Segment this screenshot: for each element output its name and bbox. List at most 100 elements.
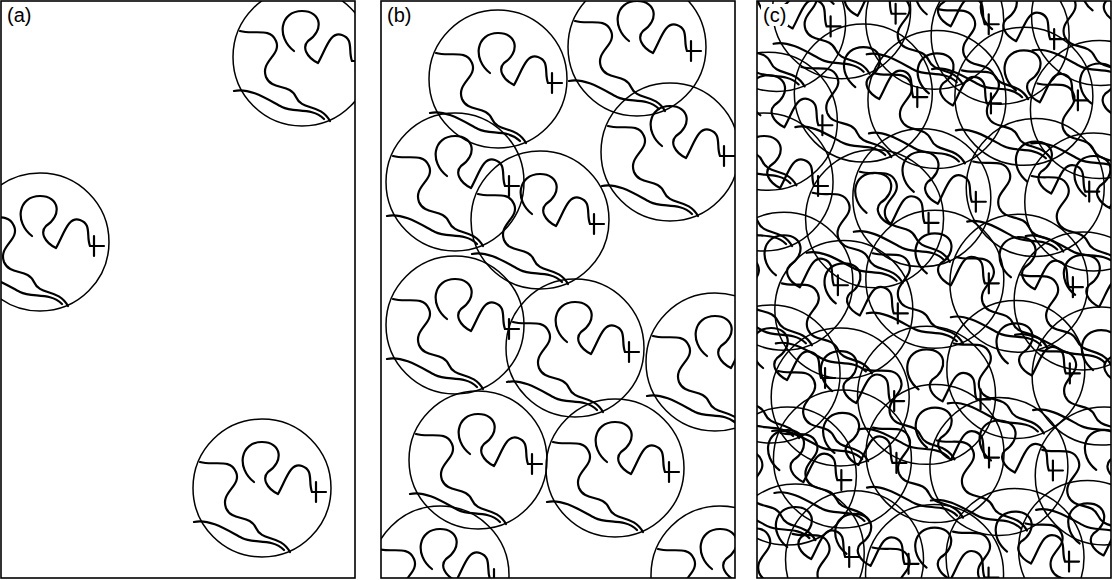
- panel-label: (a): [5, 4, 33, 26]
- polymer-coil: [506, 279, 644, 417]
- coil-boundary: [471, 151, 609, 289]
- polymer-coil: [601, 83, 735, 221]
- polymer-chain: [869, 53, 1001, 163]
- polymer-chain: [547, 422, 679, 532]
- polymer-chain: [1036, 430, 1111, 540]
- polymer-chain: [652, 529, 735, 578]
- polymer-chain: [387, 279, 519, 389]
- polymer-coil: [1032, 307, 1111, 445]
- polymer-coil: [233, 1, 355, 126]
- coil-boundary: [773, 1, 911, 79]
- panel-frame: [757, 1, 1111, 578]
- coil-boundary: [1032, 307, 1111, 445]
- coil-boundary: [757, 113, 833, 251]
- panel-contents: [381, 1, 735, 578]
- polymer-chain: [956, 50, 1088, 160]
- polymer-coil: [771, 328, 909, 466]
- polymer-coil: [931, 1, 1069, 104]
- polymer-chain: [757, 1, 841, 86]
- polymer-coil: [1032, 1, 1111, 85]
- coil-boundary: [1019, 480, 1111, 578]
- coil-boundary: [233, 1, 355, 126]
- coil-boundary: [409, 391, 547, 529]
- polymer-chain: [507, 302, 639, 412]
- polymer-chain: [859, 349, 991, 459]
- coil-boundary: [866, 505, 1004, 578]
- polymer-chain: [569, 1, 701, 111]
- polymer-coil: [858, 326, 996, 464]
- polymer-coil: [757, 212, 853, 350]
- coil-boundary: [1030, 40, 1111, 178]
- coil-boundary: [568, 1, 706, 116]
- coil-boundary: [771, 328, 909, 466]
- coil-boundary: [1, 173, 109, 311]
- polymer-coil: [786, 491, 924, 578]
- coil-boundary: [506, 279, 644, 417]
- polymer-chain: [1, 196, 104, 306]
- polymer-coil: [651, 506, 735, 578]
- coil-boundary: [931, 1, 1069, 104]
- polymer-coil: [193, 419, 331, 557]
- polymer-coil: [866, 505, 1004, 578]
- coil-boundary: [757, 484, 864, 578]
- panel-frame: [381, 1, 735, 578]
- polymer-chain: [787, 514, 919, 578]
- polymer-chain: [757, 136, 828, 246]
- coil-boundary: [757, 305, 840, 443]
- polymer-chain: [1015, 255, 1111, 365]
- polymer-coil: [568, 1, 706, 116]
- polymer-chain: [795, 47, 927, 157]
- polymer-chain: [234, 11, 355, 121]
- coil-boundary: [546, 399, 684, 537]
- polymer-chain: [854, 152, 986, 262]
- polymer-chain: [931, 420, 1063, 530]
- coil-boundary: [381, 506, 509, 578]
- polymer-coil: [1025, 133, 1111, 271]
- coil-boundary: [386, 256, 524, 394]
- coil-boundary: [193, 419, 331, 557]
- polymer-coil: [409, 391, 547, 529]
- polymer-coil: [1030, 40, 1111, 178]
- polymer-chain: [776, 263, 908, 373]
- polymer-chain: [1026, 156, 1111, 266]
- panel-frame: [1, 1, 355, 578]
- polymer-coil: [386, 256, 524, 394]
- polymer-coil: [1019, 480, 1111, 578]
- polymer-coil: [546, 399, 684, 537]
- coil-boundary: [946, 489, 1084, 578]
- polymer-coil: [946, 489, 1084, 578]
- panel-label: (c): [761, 4, 788, 26]
- polymer-coil: [471, 151, 609, 289]
- polymer-chain: [1020, 503, 1111, 578]
- polymer-chain: [387, 136, 519, 246]
- polymer-coil: [381, 506, 509, 578]
- coil-boundary: [786, 491, 924, 578]
- polymer-coil: [757, 305, 840, 443]
- panel-contents: [1, 1, 355, 557]
- coil-boundary: [1032, 1, 1111, 85]
- coil-boundary: [858, 326, 996, 464]
- polymer-chain: [602, 106, 734, 216]
- polymer-coil: [1, 173, 109, 311]
- panel-contents: [757, 1, 1111, 578]
- coil-boundary: [757, 212, 853, 350]
- polymer-coil: [757, 113, 833, 251]
- polymer-chain: [647, 316, 735, 426]
- coil-boundary: [646, 293, 735, 431]
- polymer-coil: [757, 484, 864, 578]
- polymer-chain: [948, 323, 1080, 433]
- polymer-coil: [868, 30, 1006, 168]
- coil-boundary: [1025, 133, 1111, 271]
- polymer-chain: [194, 442, 326, 552]
- coil-boundary: [601, 83, 735, 221]
- polymer-chain: [774, 1, 906, 74]
- coil-boundary: [651, 506, 735, 578]
- polymer-chain: [947, 512, 1079, 578]
- polymer-chain: [1033, 330, 1111, 440]
- polymer-coil: [646, 293, 735, 431]
- panel-label: (b): [385, 4, 413, 26]
- coil-boundary: [868, 30, 1006, 168]
- polymer-coil: [773, 1, 911, 79]
- polymer-chain: [381, 529, 504, 578]
